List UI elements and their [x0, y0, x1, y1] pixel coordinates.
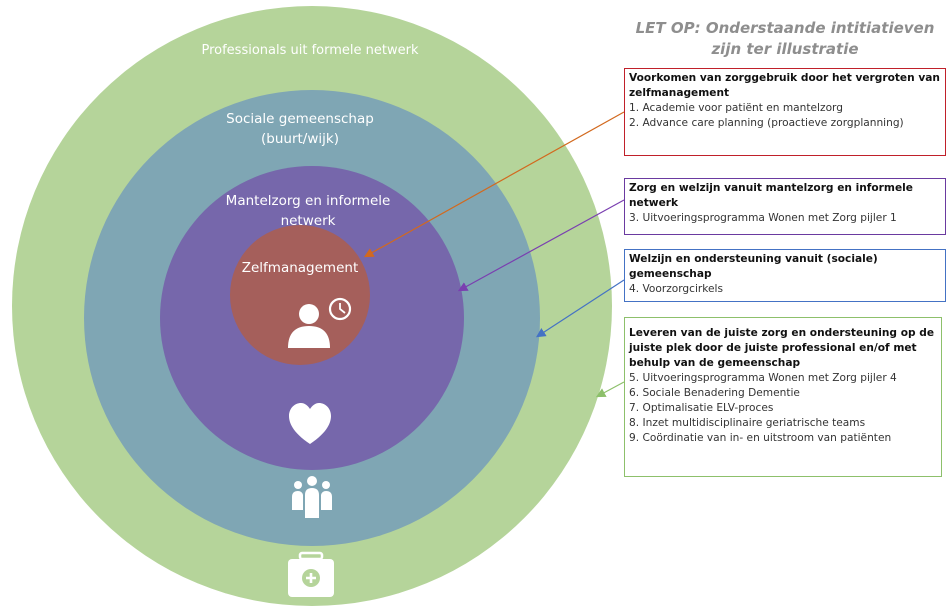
outer-ring-label: Professionals uit formele netwerk [201, 43, 418, 58]
initiative-item: 5. Uitvoeringsprogramma Wonen met Zorg p… [629, 372, 897, 384]
core-label: Zelfmanagement [242, 260, 359, 276]
box-title-line: Voorkomen van zorggebruik door het vergr… [629, 72, 940, 84]
illustration-note-line-2: zijn ter illustratie [711, 40, 859, 58]
box-title-line: behulp van de gemeenschap [629, 357, 801, 369]
heart-icon [289, 403, 331, 444]
arrow-box2-caregiver [457, 199, 625, 292]
box-title-line: Zorg en welzijn vanuit mantelzorg en inf… [629, 182, 913, 194]
caregiver-ring-label-2: netwerk [281, 213, 336, 229]
initiative-box-caregiving: Zorg en welzijn vanuit mantelzorg en inf… [624, 178, 946, 235]
arrow-box4-outer [595, 381, 625, 398]
initiative-item: 7. Optimalisatie ELV-proces [629, 402, 774, 414]
arrow-box1-core [363, 111, 625, 258]
caregiver-ring-label-1: Mantelzorg en informele [226, 193, 391, 209]
initiative-box-professionals: Leveren van de juiste zorg en ondersteun… [624, 317, 942, 477]
box-title-line: zelfmanagement [629, 87, 730, 99]
person-clock-icon [288, 297, 352, 348]
arrow-box3-social [535, 279, 625, 338]
initiative-item: 2. Advance care planning (proactieve zor… [629, 117, 904, 129]
initiative-item: 9. Coördinatie van in- en uitstroom van … [629, 432, 892, 444]
box-title-line: gemeenschap [629, 268, 712, 280]
initiative-item: 1. Academie voor patiënt en mantelzorg [629, 102, 843, 114]
box-title-line: Leveren van de juiste zorg en ondersteun… [629, 327, 935, 339]
initiative-item: 3. Uitvoeringsprogramma Wonen met Zorg p… [629, 212, 897, 224]
box-title-line: Welzijn en ondersteuning vanuit (sociale… [629, 253, 878, 265]
social-ring-label-2: (buurt/wijk) [261, 131, 339, 147]
medical-kit-icon [288, 551, 334, 597]
illustration-note-line-1: LET OP: Onderstaande intitiatieven [635, 19, 935, 37]
initiative-box-community: Welzijn en ondersteuning vanuit (sociale… [624, 249, 946, 302]
initiative-item: 6. Sociale Benadering Dementie [629, 387, 800, 399]
initiative-box-self-management: Voorkomen van zorggebruik door het vergr… [624, 68, 946, 156]
illustration-note: LET OP: Onderstaande intitiatieven zijn … [630, 18, 940, 60]
initiative-item: 8. Inzet multidisciplinaire geriatrische… [629, 417, 866, 429]
group-icon [292, 476, 332, 518]
social-ring-label-1: Sociale gemeenschap [226, 111, 374, 127]
self-core [230, 225, 370, 365]
box-title-line: netwerk [629, 197, 679, 209]
box-title-line: juiste plek door de juiste professional … [629, 342, 917, 354]
initiative-item: 4. Voorzorgcirkels [629, 283, 724, 295]
